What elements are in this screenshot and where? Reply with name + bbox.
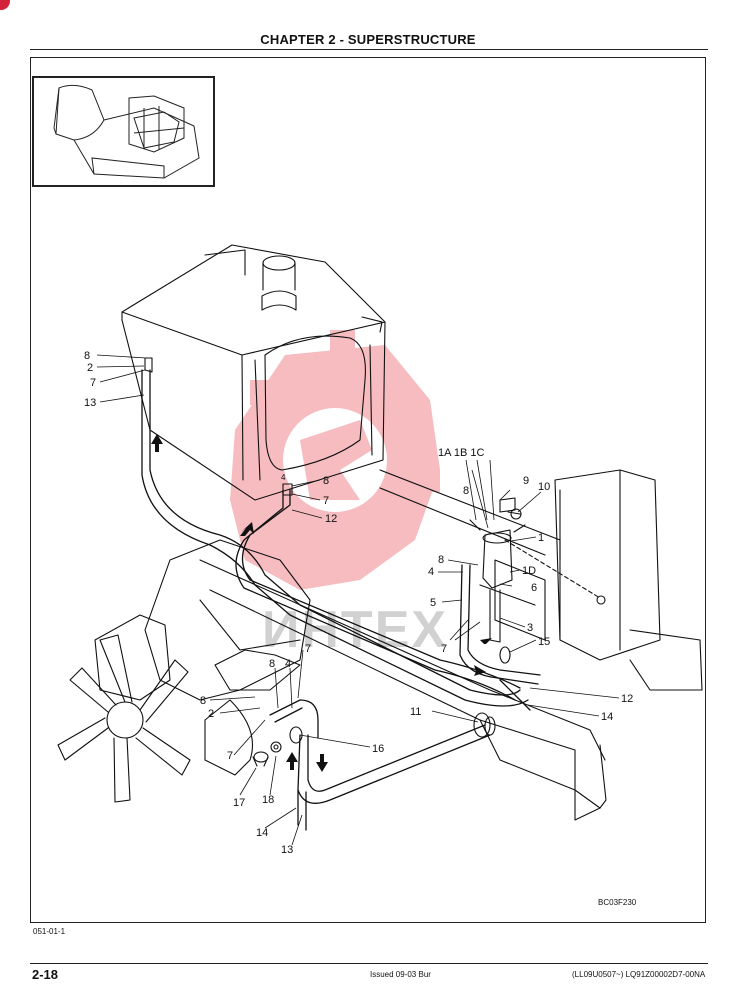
callout-17: 17 bbox=[233, 797, 245, 809]
callout-8: 8 bbox=[269, 658, 275, 670]
callout-8: 8 bbox=[323, 475, 329, 487]
callout-12: 12 bbox=[621, 693, 633, 705]
callout-7: 7 bbox=[441, 643, 447, 655]
header-rule bbox=[30, 49, 708, 50]
callout-1d: 1D bbox=[522, 565, 536, 577]
callout-13: 13 bbox=[281, 844, 293, 856]
figure-code: BC03F230 bbox=[598, 898, 637, 907]
fuel-filter bbox=[469, 497, 606, 643]
callout-11: 11 bbox=[410, 706, 421, 718]
callout-8: 8 bbox=[84, 350, 90, 362]
callout-14: 14 bbox=[256, 827, 268, 839]
callout-8: 8 bbox=[463, 485, 469, 497]
callout-16: 16 bbox=[372, 743, 384, 755]
callout-4: 4 bbox=[281, 473, 286, 482]
callout-8: 8 bbox=[438, 554, 444, 566]
reference-code: 051-01-1 bbox=[33, 927, 66, 936]
figure-frame bbox=[30, 57, 706, 923]
callout-14: 14 bbox=[601, 711, 613, 723]
callout-18: 18 bbox=[262, 794, 274, 806]
callout-7: 7 bbox=[90, 377, 96, 389]
callout-9: 9 bbox=[523, 475, 529, 487]
frame-rails bbox=[199, 469, 703, 821]
inset-drawing bbox=[53, 84, 200, 179]
fuel-tank bbox=[121, 244, 386, 501]
engine bbox=[94, 539, 311, 776]
gear-icon bbox=[230, 330, 440, 590]
chapter-title: CHAPTER 2 - SUPERSTRUCTURE bbox=[260, 32, 476, 47]
callout-2: 2 bbox=[87, 362, 93, 374]
corner-marker bbox=[0, 0, 10, 10]
callout-12: 12 bbox=[325, 513, 337, 525]
callout-7: 7 bbox=[227, 750, 233, 762]
callout-4: 4 bbox=[428, 566, 434, 578]
callout-2: 2 bbox=[208, 708, 214, 720]
callout-1: 1 bbox=[538, 532, 544, 544]
flow-arrow-icon bbox=[151, 434, 492, 772]
callout-10: 10 bbox=[538, 481, 550, 493]
callout-13: 13 bbox=[84, 397, 96, 409]
fuel-lines bbox=[141, 369, 541, 831]
callout-5: 5 bbox=[430, 597, 436, 609]
callout-7: 7 bbox=[323, 495, 329, 507]
cooling-fan bbox=[57, 634, 191, 803]
callout-8: 8 bbox=[200, 695, 206, 707]
footer-rule bbox=[30, 963, 708, 964]
callout-1abc: 1A 1B 1C bbox=[438, 447, 485, 459]
callout-7: 7 bbox=[305, 643, 311, 655]
callout-6: 6 bbox=[531, 582, 537, 594]
callout-3: 3 bbox=[527, 622, 533, 634]
page-number: 2-18 bbox=[32, 967, 59, 982]
callout-leaders bbox=[96, 354, 620, 846]
callout-15: 15 bbox=[538, 636, 550, 648]
document-reference: (LL09U0507~) LQ91Z00002D7-00NA bbox=[572, 970, 706, 979]
location-inset bbox=[32, 76, 215, 187]
callout-4: 4 bbox=[285, 658, 291, 670]
issue-date: Issued 09-03 Bur bbox=[370, 970, 431, 979]
